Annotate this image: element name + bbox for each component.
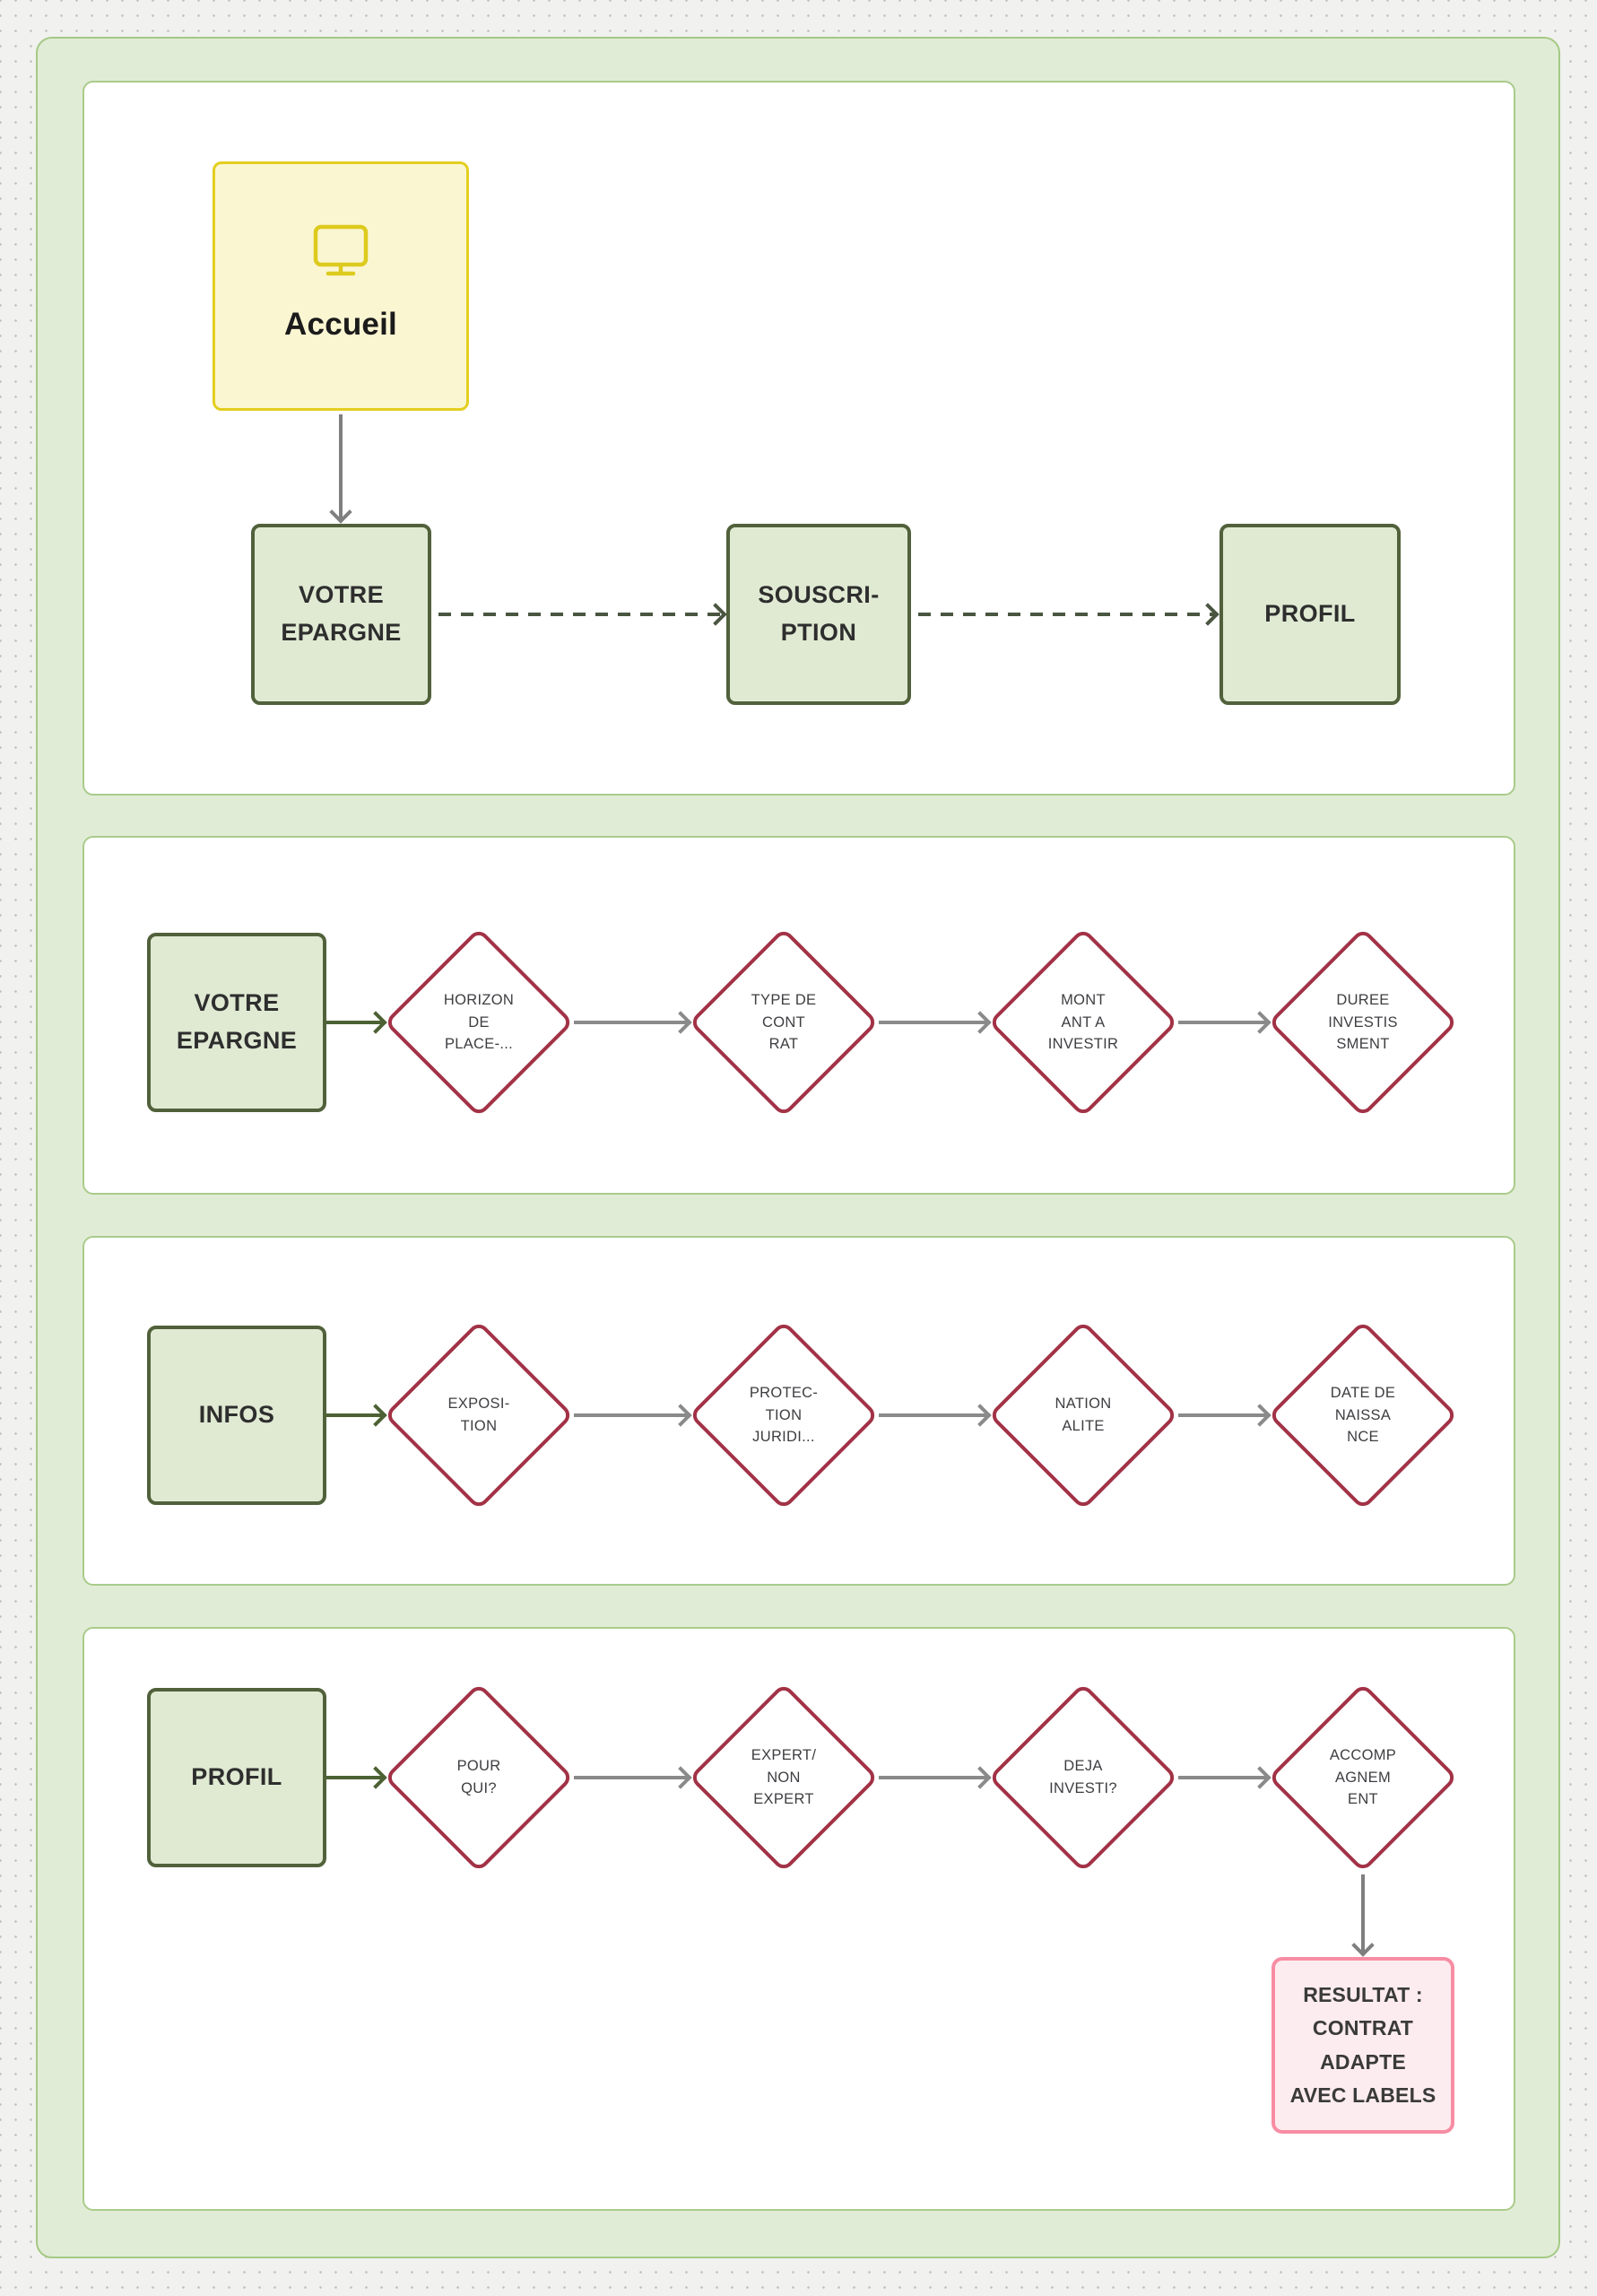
decision-deja-investi[interactable]: DEJA INVESTI? <box>987 1682 1179 1874</box>
arrow-epargne-1 <box>326 1021 384 1024</box>
arrow-accueil-to-epargne <box>339 414 343 520</box>
node-accueil[interactable]: Accueil <box>213 161 469 411</box>
votre-epargne-label: VOTRE EPARGNE <box>281 581 402 646</box>
monitor-icon <box>313 224 369 276</box>
node-profil-overview[interactable]: PROFIL <box>1219 524 1401 705</box>
profil-source-label: PROFIL <box>191 1763 282 1791</box>
node-resultat[interactable]: RESULTAT : CONTRAT ADAPTE AVEC LABELS <box>1272 1957 1454 2134</box>
arrow-profil-1 <box>326 1776 384 1779</box>
arrow-epargne-3 <box>879 1021 988 1024</box>
arrow-accompagnement-to-resultat <box>1361 1874 1365 1953</box>
souscription-label: SOUSCRI- PTION <box>758 581 880 646</box>
decision-date-de-naissance[interactable]: DATE DE NAISSA NCE <box>1267 1319 1459 1511</box>
flow-board: Accueil VOTRE EPARGNE SOUSCRI- PTION PRO… <box>36 37 1560 2258</box>
panel-infos: INFOS EXPOSI- TION PROTEC- TION JURIDI..… <box>82 1236 1515 1586</box>
arrow-profil-2 <box>574 1776 689 1779</box>
decision-montant-a-investir[interactable]: MONT ANT A INVESTIR <box>987 926 1179 1118</box>
decision-nationalite[interactable]: NATION ALITE <box>987 1319 1179 1511</box>
arrow-infos-1 <box>326 1413 384 1417</box>
arrow-infos-3 <box>879 1413 988 1417</box>
epargne-flow-row: VOTRE EPARGNE HORIZON DE PLACE-... TYPE … <box>84 838 1514 1118</box>
panel-votre-epargne: VOTRE EPARGNE HORIZON DE PLACE-... TYPE … <box>82 836 1515 1195</box>
profil-flow-row: PROFIL POUR QUI? EXPERT/ NON EXPERT DEJA… <box>84 1629 1514 2134</box>
arrow-epargne-4 <box>1178 1021 1268 1024</box>
panel-profil: PROFIL POUR QUI? EXPERT/ NON EXPERT DEJA… <box>82 1627 1515 2211</box>
decision-duree-investissement[interactable]: DUREE INVESTIS SMENT <box>1267 926 1459 1118</box>
decision-horizon-placement[interactable]: HORIZON DE PLACE-... <box>383 926 575 1118</box>
profil-overview-label: PROFIL <box>1264 600 1356 628</box>
decision-exposition[interactable]: EXPOSI- TION <box>383 1319 575 1511</box>
resultat-label: RESULTAT : CONTRAT ADAPTE AVEC LABELS <box>1289 1983 1436 2107</box>
node-infos-source[interactable]: INFOS <box>147 1326 326 1505</box>
arrow-infos-4 <box>1178 1413 1268 1417</box>
epargne-source-label: VOTRE EPARGNE <box>176 989 298 1054</box>
node-votre-epargne[interactable]: VOTRE EPARGNE <box>251 524 431 705</box>
decision-expert-non-expert[interactable]: EXPERT/ NON EXPERT <box>688 1682 880 1874</box>
accompagnement-stack: ACCOMP AGNEM ENT RESULTAT : CONTRAT ADAP… <box>1267 1682 1459 2134</box>
accueil-label: Accueil <box>284 306 397 342</box>
decision-pour-qui[interactable]: POUR QUI? <box>383 1682 575 1874</box>
node-epargne-source[interactable]: VOTRE EPARGNE <box>147 933 326 1112</box>
decision-type-de-contrat[interactable]: TYPE DE CONT RAT <box>688 926 880 1118</box>
infos-source-label: INFOS <box>198 1401 275 1429</box>
decision-protection-juridique[interactable]: PROTEC- TION JURIDI... <box>688 1319 880 1511</box>
arrow-souscription-to-profil <box>918 613 1216 616</box>
arrow-infos-2 <box>574 1413 689 1417</box>
arrow-epargne-2 <box>574 1021 689 1024</box>
arrow-epargne-to-souscription <box>438 613 724 616</box>
panel-overview: Accueil VOTRE EPARGNE SOUSCRI- PTION PRO… <box>82 81 1515 796</box>
node-profil-source[interactable]: PROFIL <box>147 1688 326 1867</box>
decision-accompagnement[interactable]: ACCOMP AGNEM ENT <box>1267 1682 1459 1874</box>
infos-flow-row: INFOS EXPOSI- TION PROTEC- TION JURIDI..… <box>84 1238 1514 1511</box>
node-souscription[interactable]: SOUSCRI- PTION <box>726 524 911 705</box>
arrow-profil-4 <box>1178 1776 1268 1779</box>
arrow-profil-3 <box>879 1776 988 1779</box>
